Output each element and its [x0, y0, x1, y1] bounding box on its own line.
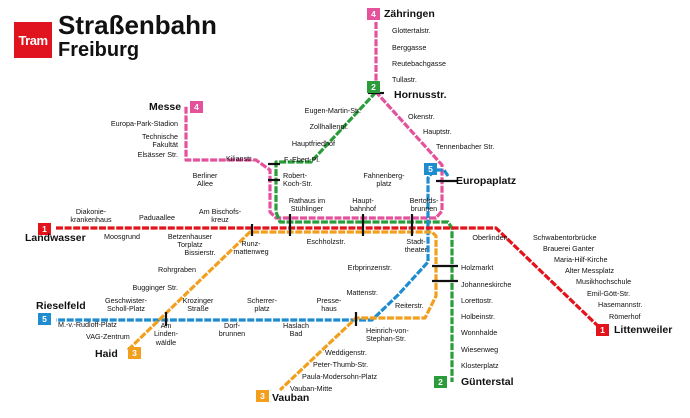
station-mattenstr: Mattenstr. [346, 288, 378, 297]
station-holbeinstr: Holbeinstr. [461, 312, 495, 321]
station-glottertalstr: Glottertalstr. [392, 26, 431, 35]
station-lorettostr: Lorettostr. [461, 296, 493, 305]
badge-line-5-europaplatz: 5 [424, 163, 437, 175]
station-geschwister-scholl-platz: Geschwister- Scholl-Platz [105, 296, 147, 314]
station-am-bischofskreuz: Am Bischofs- kreuz [198, 207, 242, 225]
station-erbprinzenstr: Erbprinzenstr. [347, 263, 392, 272]
station-bugginger-str: Bugginger Str. [132, 283, 178, 292]
station-reutebachgasse: Reutebachgasse [392, 59, 446, 68]
station-am-lindenwaeldle: Am Linden- wäldle [154, 321, 178, 347]
badge-line-4-zaehringen: 4 [367, 8, 380, 20]
line-3-route [126, 230, 438, 392]
station-berliner-allee: Berliner Allee [192, 171, 218, 189]
terminus-zaehringen: Zähringen [384, 8, 435, 20]
station-tennenbacher-str: Tennenbacher Str. [436, 142, 495, 151]
station-roemerhof: Römerhof [609, 312, 641, 321]
station-eugen-martin-str: Eugen-Martin-Str. [304, 106, 361, 115]
station-hauptfriedhof: Hauptfriedhof [291, 139, 335, 148]
station-heinrich-von-stephan-str: Heinrich-von- Stephan-Str. [366, 326, 409, 344]
line-1-route [56, 226, 602, 330]
station-eschholzstr: Eschholzstr. [306, 237, 346, 246]
station-rudloff-platz: M.-v.-Rudloff-Platz [58, 320, 117, 329]
line-4-route [184, 22, 444, 220]
station-moosgrund: Moosgrund [104, 232, 140, 241]
station-elsaesser-str: Elsässer Str. [137, 150, 178, 159]
station-wonnhalde: Wonnhalde [461, 328, 498, 337]
badge-line-2-hornusstr: 2 [367, 81, 380, 93]
terminus-landwasser: Landwasser [25, 232, 86, 244]
station-peter-thumb-str: Peter-Thumb-Str. [313, 360, 369, 369]
station-pressehaus: Presse- haus [316, 296, 342, 314]
terminus-rieselfeld: Rieselfeld [36, 300, 86, 312]
station-maria-hilf-kirche: Maria-Hilf-Kirche [554, 255, 608, 264]
station-kilianstr: Kilianstr. [226, 154, 254, 163]
station-brauerei-ganter: Brauerei Ganter [543, 244, 595, 253]
station-emil-goett-str: Emil-Gött-Str. [587, 289, 631, 298]
badge-line-1-landwasser: 1 [38, 223, 51, 235]
station-ebert-pl: F.-Ebert-Pl. [284, 155, 320, 164]
station-scherrerplatz: Scherrer- platz [247, 296, 277, 314]
terminus-guenterstal: Günterstal [461, 376, 514, 388]
terminus-hornusstr: Hornusstr. [394, 89, 447, 101]
terminus-littenweiler: Littenweiler [614, 324, 673, 336]
station-betzenhauser-torplatz: Betzenhauser Torplatz [167, 232, 213, 250]
station-europa-park-stadion: Europa-Park-Stadion [110, 119, 178, 128]
station-tullastr: Tullastr. [392, 75, 417, 84]
station-vauban-mitte: Vauban-Mitte [290, 384, 333, 393]
badge-line-1-littenweiler: 1 [596, 324, 609, 336]
terminus-haid: Haid [95, 348, 118, 360]
station-runzmattenweg: Runz- mattenweg [233, 239, 269, 257]
station-robert-koch-str: Robert- Koch-Str. [283, 171, 313, 189]
station-paduaallee: Paduaallee [139, 213, 175, 222]
station-krozinger-strasse: Krozinger Straße [182, 296, 214, 314]
central-station-bars [164, 91, 458, 326]
station-oberlinden: Oberlinden [472, 233, 508, 242]
station-zollhallenpl: Zollhallenpl. [309, 122, 348, 131]
station-bissierstr: Bissierstr. [184, 248, 216, 257]
badge-line-4-messe: 4 [190, 101, 203, 113]
station-paula-modersohn-platz: Paula-Modersohn-Platz [302, 372, 378, 381]
station-alter-messplatz: Alter Messplatz [565, 266, 615, 275]
terminus-europaplatz: Europaplatz [456, 175, 517, 187]
terminus-vauban: Vauban [272, 392, 310, 404]
station-technische-fakultaet: Technische Fakultät [142, 132, 178, 150]
station-hauptstr: Hauptstr. [423, 127, 452, 136]
map-title: Straßenbahn [58, 10, 217, 40]
station-schwabentorbruecke: Schwabentorbrücke [533, 233, 597, 242]
tram-logo: Tram [14, 22, 52, 58]
station-diakoniekrankenhaus: Diakonie- krankenhaus [70, 207, 112, 225]
station-reiterstr: Reiterstr. [395, 301, 424, 310]
station-stadttheater: Stadt- theater [404, 237, 428, 255]
badge-line-2-guenterstal: 2 [434, 376, 447, 388]
station-klosterplatz: Klosterplatz [461, 361, 499, 370]
station-hasemannstr: Hasemannstr. [598, 300, 643, 309]
station-haslach-bad: Haslach Bad [283, 321, 309, 339]
map-subtitle: Freiburg [58, 39, 140, 61]
station-hauptbahnhof: Haupt- bahnhof [350, 196, 376, 214]
station-musikhochschule: Musikhochschule [576, 277, 632, 286]
terminus-messe: Messe [149, 101, 182, 113]
badge-line-3-vauban: 3 [256, 390, 269, 402]
station-fahnenbergplatz: Fahnenberg- platz [363, 171, 405, 189]
station-dorfbrunnen: Dorf- brunnen [218, 321, 246, 339]
station-rathaus-im-stuehlinger: Rathaus im Stühlinger [288, 196, 326, 214]
station-holzmarkt: Holzmarkt [461, 263, 494, 272]
badge-line-3-haid: 3 [128, 347, 141, 359]
station-berggasse: Berggasse [392, 43, 427, 52]
station-weddigenstr: Weddigenstr. [325, 348, 367, 357]
station-vag-zentrum: VAG-Zentrum [86, 332, 130, 341]
station-rohrgraben: Rohrgraben [158, 265, 196, 274]
station-wiesenweg: Wiesenweg [461, 345, 499, 354]
badge-line-5-rieselfeld: 5 [38, 313, 51, 325]
line-2-route [274, 90, 454, 382]
station-johanneskirche: Johanneskirche [461, 280, 512, 289]
station-bertoldsbrunnen: Bertolds- brunnen [409, 196, 439, 214]
station-okenstr: Okenstr. [408, 112, 435, 121]
